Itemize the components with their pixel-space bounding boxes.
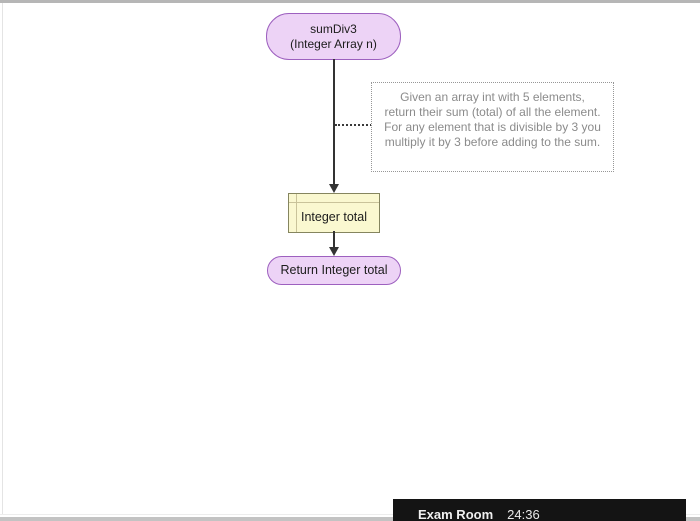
start-terminal-params: (Integer Array n) xyxy=(290,36,377,51)
page-bottom-faint-line xyxy=(0,514,700,515)
return-terminal-label: Return Integer total xyxy=(280,263,388,277)
comment-box: Given an array int with 5 elements, retu… xyxy=(371,82,614,172)
return-terminal: Return Integer total xyxy=(267,256,401,285)
page-left-border xyxy=(2,3,3,515)
start-terminal-name: sumDiv3 xyxy=(310,21,357,36)
exam-room-bar[interactable]: Exam Room 24:36 xyxy=(393,499,686,521)
flow-line-start-to-declare xyxy=(333,59,335,186)
flow-line-declare-to-return xyxy=(333,231,335,249)
comment-link-line xyxy=(335,124,372,126)
page-bottom-border xyxy=(0,517,700,521)
arrowhead-down-icon xyxy=(329,184,339,193)
comment-text: Given an array int with 5 elements, retu… xyxy=(384,90,601,149)
arrowhead-down-icon xyxy=(329,247,339,256)
declare-box: Integer total xyxy=(288,193,380,233)
declare-box-top-line xyxy=(289,202,379,203)
declare-box-left-line xyxy=(296,194,297,232)
page-top-border xyxy=(0,0,700,3)
start-terminal: sumDiv3 (Integer Array n) xyxy=(266,13,401,60)
exam-room-title: Exam Room xyxy=(418,507,494,521)
exam-room-timer: 24:36 xyxy=(507,507,540,521)
declare-label: Integer total xyxy=(300,210,367,224)
